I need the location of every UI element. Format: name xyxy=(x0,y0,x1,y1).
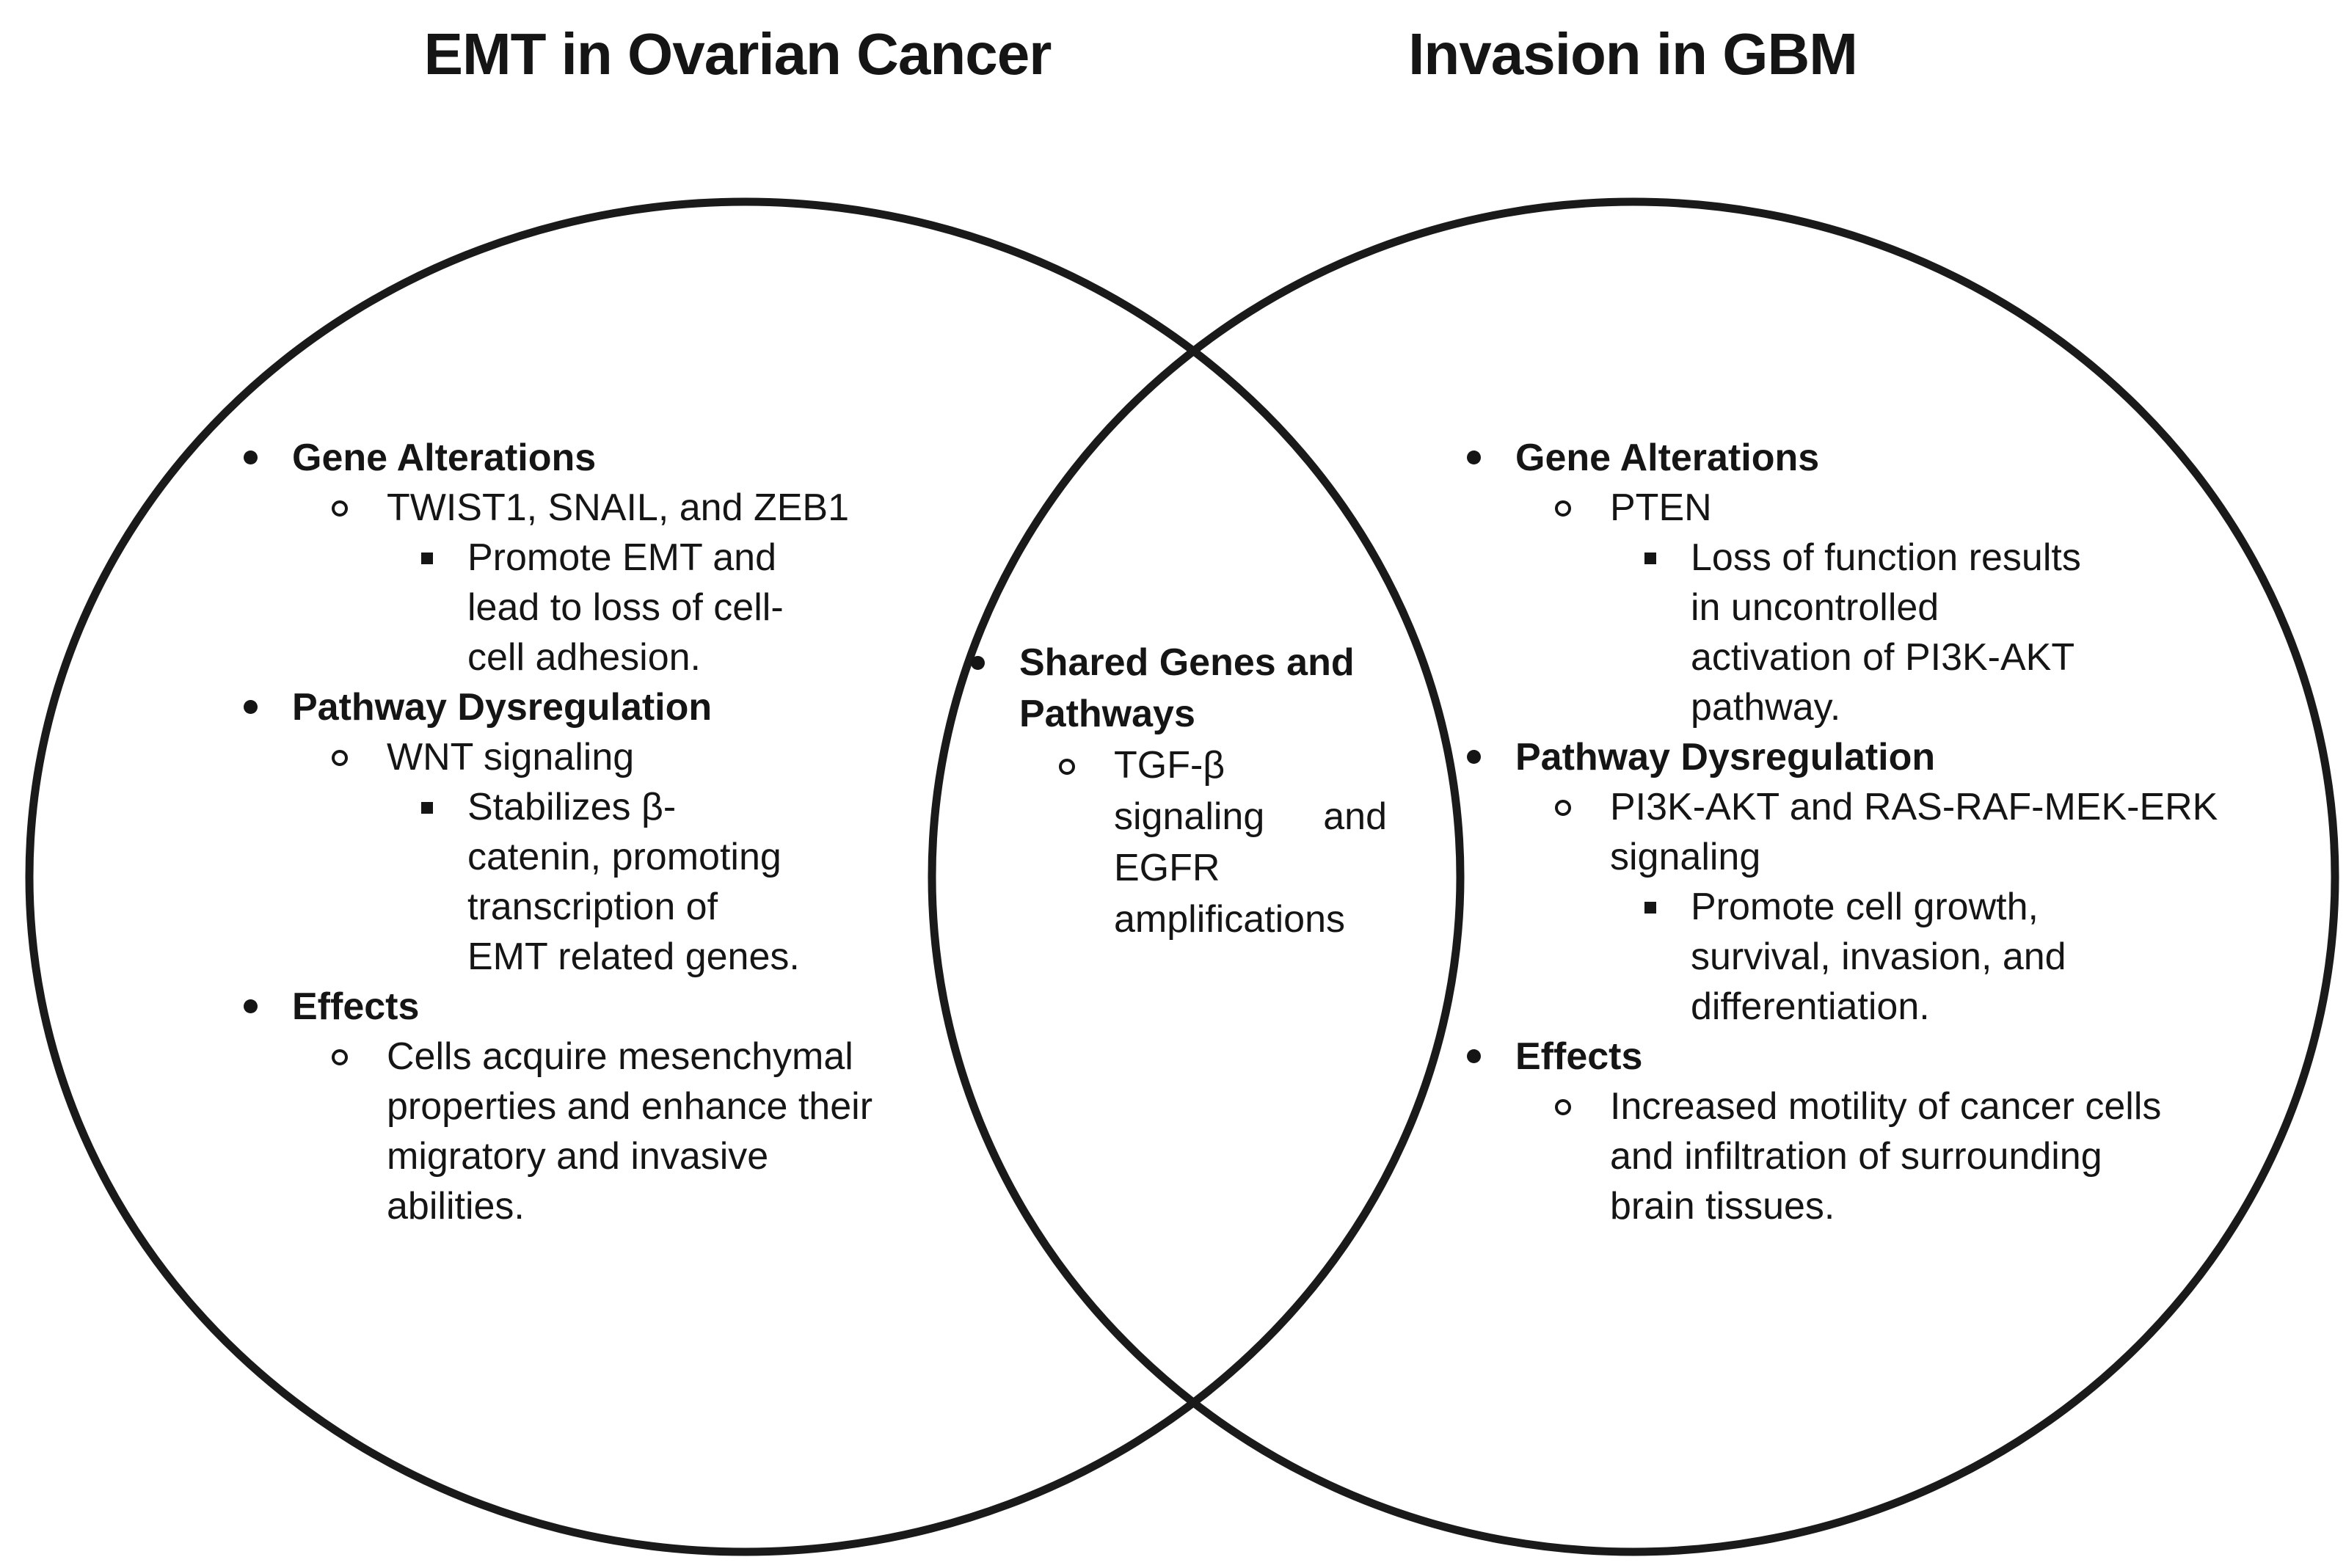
intersection-list: Shared Genes and Pathways TGF-β signalin… xyxy=(971,637,1455,945)
item-text: Increased motility of cancer cells and i… xyxy=(1610,1085,2162,1228)
item-text: Pathway Dysregulation xyxy=(292,686,713,729)
right-circle-list: Gene Alterations PTEN Loss of function r… xyxy=(1467,433,2311,1231)
list-item: Increased motility of cancer cells and i… xyxy=(1474,1082,2311,1231)
disc-bullet-icon xyxy=(244,700,258,714)
disc-bullet-icon xyxy=(1467,1049,1481,1063)
item-text: PI3K-AKT and RAS-RAF-MEK-ERK signaling xyxy=(1610,786,2218,878)
item-text: Effects xyxy=(1515,1035,1643,1078)
list-item: TWIST1, SNAIL, and ZEB1 xyxy=(251,483,933,533)
item-text: Loss of function results in uncontrolled… xyxy=(1691,536,2081,729)
list-item-heading: Gene Alterations xyxy=(1467,433,2311,483)
disc-bullet-icon xyxy=(1467,750,1481,764)
square-bullet-icon xyxy=(421,802,433,814)
circle-bullet-icon xyxy=(332,750,348,766)
list-item-detail: Stabilizes β- catenin, promoting transcr… xyxy=(251,782,933,982)
circle-bullet-icon xyxy=(1555,1099,1571,1115)
circle-bullet-icon xyxy=(332,1049,348,1065)
list-item-heading: Pathway Dysregulation xyxy=(244,682,933,732)
item-text: TGF-β signaling and EGFR amplifications xyxy=(1114,744,1387,941)
square-bullet-icon xyxy=(421,553,433,564)
left-circle-title: EMT in Ovarian Cancer xyxy=(423,21,1052,87)
list-item: WNT signaling xyxy=(251,732,933,782)
item-text: Stabilizes β- catenin, promoting transcr… xyxy=(467,786,800,978)
right-circle-outline xyxy=(928,197,2339,1556)
list-item-heading: Effects xyxy=(1467,1032,2311,1082)
list-item-heading: Gene Alterations xyxy=(244,433,933,483)
list-item-heading: Effects xyxy=(244,982,933,1032)
item-text: WNT signaling xyxy=(387,736,635,778)
list-item-detail: Promote EMT and lead to loss of cell- ce… xyxy=(251,533,933,682)
item-text: PTEN xyxy=(1610,486,1712,529)
item-text: Gene Alterations xyxy=(292,437,597,479)
item-text: TWIST1, SNAIL, and ZEB1 xyxy=(387,486,849,529)
right-circle-title: Invasion in GBM xyxy=(1408,21,1858,87)
disc-bullet-icon xyxy=(244,451,258,464)
item-text: Promote cell growth, survival, invasion,… xyxy=(1691,886,2066,1028)
disc-bullet-icon xyxy=(1467,451,1481,464)
list-item-detail: Loss of function results in uncontrolled… xyxy=(1474,533,2311,732)
disc-bullet-icon xyxy=(971,656,985,670)
item-text: Shared Genes and Pathways xyxy=(1019,641,1355,735)
left-circle-outline xyxy=(25,197,1465,1556)
circle-bullet-icon xyxy=(332,500,348,517)
item-text: Effects xyxy=(292,985,420,1028)
list-item-heading: Shared Genes and Pathways xyxy=(971,637,1455,740)
list-item-heading: Pathway Dysregulation xyxy=(1467,732,2311,782)
list-item-detail: Promote cell growth, survival, invasion,… xyxy=(1474,882,2311,1032)
item-text: Pathway Dysregulation xyxy=(1515,736,1936,778)
circle-bullet-icon xyxy=(1555,500,1571,517)
left-circle-list: Gene Alterations TWIST1, SNAIL, and ZEB1… xyxy=(244,433,933,1231)
list-item: PI3K-AKT and RAS-RAF-MEK-ERK signaling xyxy=(1474,782,2311,882)
item-text: Cells acquire mesenchymal properties and… xyxy=(387,1035,873,1228)
square-bullet-icon xyxy=(1644,902,1656,914)
list-item: PTEN xyxy=(1474,483,2311,533)
list-item: Cells acquire mesenchymal properties and… xyxy=(251,1032,933,1231)
circle-bullet-icon xyxy=(1059,759,1075,775)
item-text: Gene Alterations xyxy=(1515,437,1820,479)
square-bullet-icon xyxy=(1644,553,1656,564)
circle-bullet-icon xyxy=(1555,800,1571,816)
item-text: Promote EMT and lead to loss of cell- ce… xyxy=(467,536,784,679)
disc-bullet-icon xyxy=(244,999,258,1013)
list-item: TGF-β signaling and EGFR amplifications xyxy=(978,740,1455,945)
